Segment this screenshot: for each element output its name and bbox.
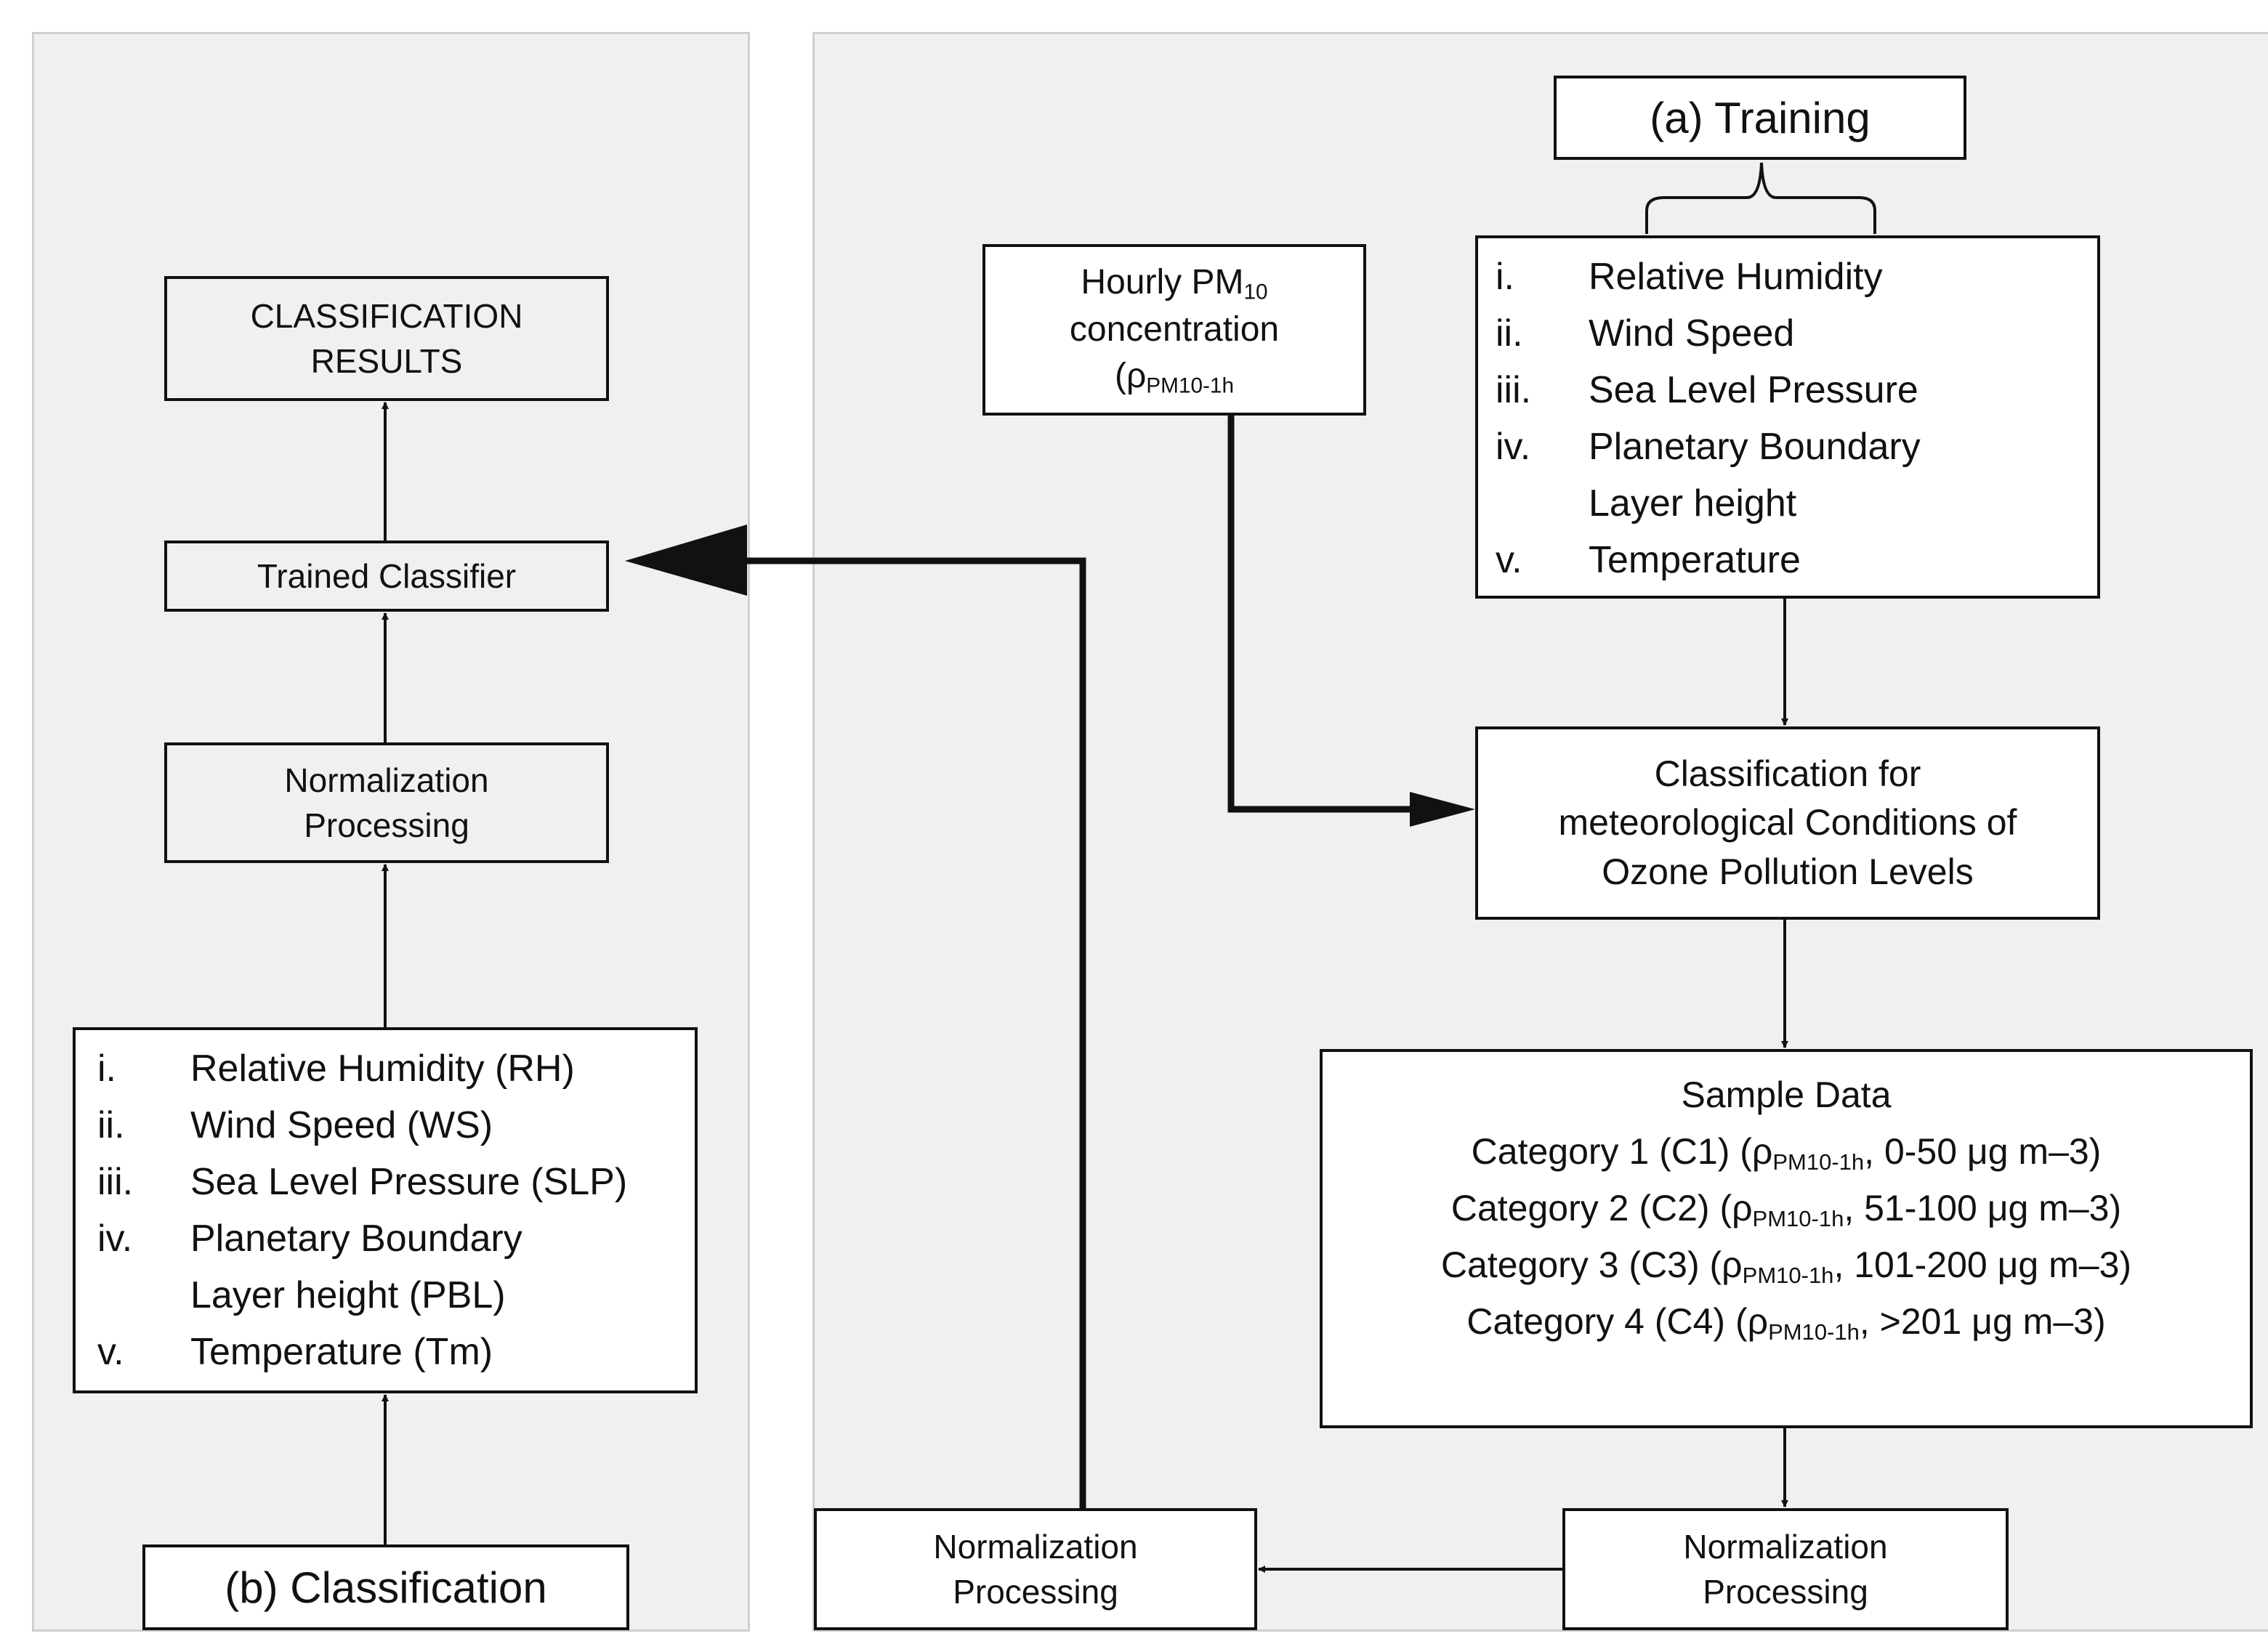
category-item: Category 1 (C1) (ρPM10-1h, 0-50 μg m–3) [1441,1123,2131,1180]
category-suffix: , >201 μg m–3) [1859,1301,2106,1342]
brace [1645,162,1876,234]
normalization-line: Processing [304,806,469,844]
category-suffix: , 101-200 μg m–3) [1833,1244,2132,1285]
sample-data-title: Sample Data [1681,1074,1892,1115]
normalization-box-mid: Normalization Processing [814,1508,1257,1630]
feature-number: v. [1496,539,1522,581]
category-prefix: Category 1 (C1) (ρ [1471,1131,1773,1172]
feature-text: Sea Level Pressure (SLP) [190,1161,628,1203]
classification-line: meteorological Conditions of [1558,802,2017,843]
training-features-box: i. Relative Humidity ii. Wind Speed iii. Sea … [1475,235,2100,599]
category-sub: PM10-1h [1772,1149,1865,1175]
feature-item: ii. Wind Speed [1496,305,1921,362]
feature-number: ii. [1496,312,1523,355]
training-title-box: (a) Training [1554,76,1966,160]
category-suffix: , 0-50 μg m–3) [1864,1131,2102,1172]
pm10-sub: 10 [1243,280,1268,304]
category-sub: PM10-1h [1742,1262,1834,1288]
feature-item: i. Relative Humidity (RH) [97,1040,627,1097]
category-sub: PM10-1h [1768,1319,1860,1345]
category-item: Category 4 (C4) (ρPM10-1h, >201 μg m–3) [1441,1293,2131,1350]
feature-list: i. Relative Humidity (RH) ii. Wind Speed (W… [97,1040,627,1380]
results-line: CLASSIFICATION [250,296,523,335]
sample-data-box: Sample Data Category 1 (C1) (ρPM10-1h, 0… [1320,1049,2253,1428]
feature-item: Layer height [1496,475,1921,532]
feature-text: Temperature (Tm) [190,1331,493,1373]
feature-number: i. [1496,256,1514,298]
feature-text: Temperature [1589,539,1801,581]
category-item: Category 3 (C3) (ρPM10-1h, 101-200 μg m–… [1441,1236,2131,1293]
classification-line: Ozone Pollution Levels [1602,851,1974,892]
feature-number: iv. [1496,426,1531,468]
classification-features-box: i. Relative Humidity (RH) ii. Wind Speed (W… [73,1027,698,1393]
pm10-box: Hourly PM10 concentration (ρPM10-1h [982,244,1366,416]
feature-number: ii. [97,1104,125,1146]
feature-text: Planetary Boundary [1589,426,1921,468]
arrowhead-pm10 [1410,792,1475,827]
training-title: (a) Training [1650,93,1871,142]
normalization-box-right: Normalization Processing [1562,1508,2009,1630]
feature-item: iii. Sea Level Pressure [1496,362,1921,418]
feature-text: Wind Speed (WS) [190,1104,493,1146]
category-sub: PM10-1h [1752,1205,1844,1231]
pm10-line3-sub: PM10-1h [1146,373,1234,398]
pm10-line2: concentration [1069,309,1280,349]
feature-text: Planetary Boundary [190,1218,522,1260]
feature-item: iv. Planetary Boundary [1496,418,1921,475]
thick-arrow-training-to-classifier [744,557,1086,1508]
trained-classifier-label: Trained Classifier [257,556,517,595]
feature-text: Layer height [1589,482,1797,525]
feature-number: iii. [97,1161,134,1203]
feature-item: v. Temperature (Tm) [97,1324,627,1380]
classification-title-box: (b) Classification [142,1544,629,1630]
normalization-line: Normalization [1683,1527,1888,1566]
classification-line: Classification for [1654,753,1921,794]
normalization-line: Processing [1703,1573,1868,1611]
normalization-line: Processing [953,1573,1118,1611]
arrowhead-trained-classifier [625,525,747,596]
category-list: Category 1 (C1) (ρPM10-1h, 0-50 μg m–3)C… [1441,1123,2131,1350]
category-item: Category 2 (C2) (ρPM10-1h, 51-100 μg m–3… [1441,1180,2131,1236]
feature-item: iii. Sea Level Pressure (SLP) [97,1154,627,1210]
feature-number: v. [97,1331,124,1373]
feature-item: ii. Wind Speed (WS) [97,1097,627,1154]
feature-number: iii. [1496,369,1532,411]
results-line: RESULTS [310,342,463,380]
normalization-line: Normalization [933,1527,1138,1566]
feature-text: Relative Humidity [1589,256,1883,298]
category-prefix: Category 3 (C3) (ρ [1440,1244,1743,1285]
classification-title: (b) Classification [225,1563,547,1612]
feature-list: i. Relative Humidity ii. Wind Speed iii. Sea … [1496,248,1921,588]
feature-item: i. Relative Humidity [1496,248,1921,305]
trained-classifier-box: Trained Classifier [164,540,609,612]
feature-item: Layer height (PBL) [97,1267,627,1324]
pm10-line1: Hourly PM [1081,262,1244,301]
category-suffix: , 51-100 μg m–3) [1844,1188,2122,1228]
thick-arrow-pm10-to-classification [1227,416,1413,813]
category-prefix: Category 2 (C2) (ρ [1450,1188,1753,1228]
normalization-line: Normalization [284,761,489,799]
classification-results-box: CLASSIFICATION RESULTS [164,276,609,401]
pm10-line3: (ρ [1114,357,1147,396]
feature-text: Layer height (PBL) [190,1274,506,1316]
feature-item: v. Temperature [1496,532,1921,588]
normalization-box-left: Normalization Processing [164,742,609,863]
feature-number: iv. [97,1218,133,1260]
classification-conditions-box: Classification for meteorological Condit… [1475,726,2100,920]
category-prefix: Category 4 (C4) (ρ [1466,1301,1769,1342]
feature-item: iv. Planetary Boundary [97,1210,627,1267]
feature-text: Relative Humidity (RH) [190,1048,575,1090]
feature-text: Wind Speed [1589,312,1795,355]
feature-text: Sea Level Pressure [1589,369,1918,411]
feature-number: i. [97,1048,116,1090]
